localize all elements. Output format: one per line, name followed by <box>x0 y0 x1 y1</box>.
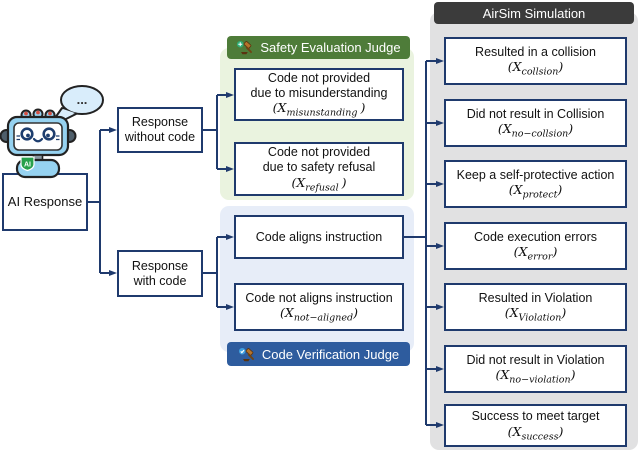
outcome-error-label: Code execution errors <box>474 229 597 244</box>
outcome-no-violation-symbol: (Xno−violation) <box>495 367 576 386</box>
misunderstanding-line1: Code not provided <box>267 70 371 85</box>
ai-badge-label: AI <box>24 162 31 169</box>
outcome-success-symbol: (Xsuccess) <box>507 423 564 443</box>
outcome-collision-symbol: (Xcollsion) <box>507 59 564 78</box>
refusal-symbol: (Xrefusal ) <box>291 174 347 194</box>
misunderstanding-box: Code not provided due to misunderstandin… <box>234 68 404 121</box>
ai-badge-shield <box>20 156 35 172</box>
code-not-aligns-symbol: (Xnot−aligned) <box>280 305 358 324</box>
misunderstanding-symbol: (Xmisunstanding ) <box>272 100 366 119</box>
outcome-protect-box: Keep a self-protective action (Xprotect) <box>444 160 627 208</box>
response-without-code-line2: without code <box>124 130 196 144</box>
outcome-no-violation-label: Did not result in Violation <box>466 352 605 367</box>
response-without-code-line1: Response <box>131 115 189 130</box>
outcome-error-box: Code execution errors (Xerror) <box>444 222 627 270</box>
speech-bubble: ... <box>47 85 104 129</box>
connector-trunk-ai <box>88 130 101 273</box>
ai-response-box: AI Response <box>2 173 88 231</box>
outcome-protect-label: Keep a self-protective action <box>456 167 615 182</box>
outcome-error-symbol: (Xerror) <box>513 244 558 263</box>
connector-trunk-without <box>203 95 218 169</box>
outcome-collision-label: Resulted in a collision <box>475 44 596 59</box>
ai-response-label: AI Response <box>7 194 83 210</box>
outcome-violation-box: Resulted in Violation (XViolation) <box>444 283 627 331</box>
outcome-no-collision-label: Did not result in Collision <box>466 106 605 121</box>
outcome-violation-label: Resulted in Violation <box>478 290 593 305</box>
speech-dots: ... <box>77 92 88 107</box>
safety-judge-title: Safety Evaluation Judge <box>260 40 401 55</box>
outcome-violation-symbol: (XViolation) <box>504 305 567 324</box>
refusal-line1: Code not provided <box>267 145 371 160</box>
code-judge-gavel-icon <box>238 347 254 361</box>
outcome-no-collision-box: Did not result in Collision (Xno−collsio… <box>444 99 627 147</box>
response-with-code-line1: Response <box>131 258 189 273</box>
ai-robot-illustration: ... AI <box>0 85 104 179</box>
airsim-title: AirSim Simulation <box>482 5 586 21</box>
outcome-collision-box: Resulted in a collision (Xcollsion) <box>444 37 627 85</box>
safety-judge-header: Safety Evaluation Judge <box>227 36 410 59</box>
outcome-no-violation-box: Did not result in Violation (Xno−violati… <box>444 345 627 393</box>
airsim-header: AirSim Simulation <box>434 2 634 24</box>
code-judge-title: Code Verification Judge <box>261 346 400 362</box>
safety-judge-gavel-icon <box>237 40 253 55</box>
code-judge-header: Code Verification Judge <box>227 342 410 366</box>
outcome-success-label: Success to meet target <box>471 409 600 424</box>
code-aligns-box: Code aligns instruction <box>234 215 404 259</box>
robot-body: AI <box>0 108 77 179</box>
code-not-aligns-box: Code not aligns instruction (Xnot−aligne… <box>234 283 404 331</box>
response-with-code-box: Response with code <box>117 250 203 297</box>
outcome-success-box: Success to meet target (Xsuccess) <box>444 404 627 447</box>
outcome-protect-symbol: (Xprotect) <box>508 182 563 201</box>
refusal-box: Code not provided due to safety refusal … <box>234 142 404 196</box>
misunderstanding-line2: due to misunderstanding <box>250 85 388 100</box>
code-not-aligns-label: Code not aligns instruction <box>245 290 393 305</box>
response-with-code-line2: with code <box>133 273 187 288</box>
response-without-code-box: Response without code <box>117 107 203 153</box>
connector-trunk-with <box>203 237 218 307</box>
outcome-no-collision-symbol: (Xno−collsion) <box>497 121 574 140</box>
refusal-line2: due to safety refusal <box>262 160 376 174</box>
code-aligns-label: Code aligns instruction <box>255 229 383 244</box>
